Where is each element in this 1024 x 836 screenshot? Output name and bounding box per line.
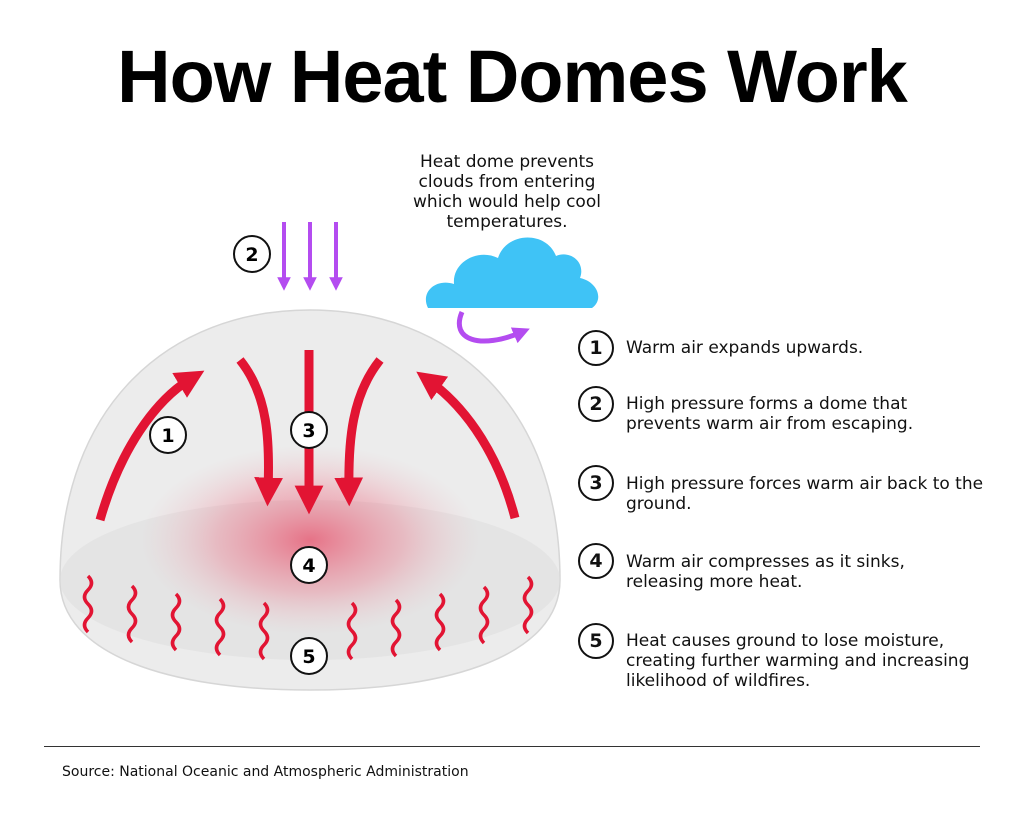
high-pressure-arrows [277,222,343,291]
heat-wave-line [346,601,358,661]
left-up-arrow [95,370,205,522]
heat-wave-line [434,592,446,652]
legend-text: Heat causes ground to lose moisture, cre… [626,631,970,691]
heat-wave-line [478,585,490,645]
legend-text: High pressure forms a dome that prevents… [626,394,914,434]
svg-text:5: 5 [302,646,315,668]
ground-heat-waves [82,574,534,661]
heat-wave-line [126,584,138,644]
marker-1: 1 [149,416,187,454]
heat-wave-line [258,601,270,661]
cloud-note: Heat dome prevents clouds from entering … [413,152,601,232]
svg-text:2: 2 [245,244,258,266]
legend-number: 4 [578,543,614,579]
center-right-down-arrow [334,357,384,507]
cloud-deflect-arrow [456,311,530,344]
heat-wave-line [390,598,402,658]
warm-air-arrows [95,350,520,522]
legend-number: 2 [578,386,614,422]
heat-wave-line [82,574,94,634]
source-note: Source: National Oceanic and Atmospheric… [62,764,469,780]
svg-text:1: 1 [161,425,174,447]
marker-4: 4 [290,546,328,584]
right-up-arrow [416,371,520,520]
marker-5: 5 [290,637,328,675]
heat-glow [140,445,480,635]
legend-number: 5 [578,623,614,659]
cloud-icon [425,237,599,308]
legend-number: 3 [578,465,614,501]
marker-2: 2 [233,235,271,273]
svg-text:4: 4 [302,555,315,577]
legend-text: High pressure forces warm air back to th… [626,474,984,514]
legend-text: Warm air compresses as it sinks, releasi… [626,552,905,592]
legend-number: 1 [578,330,614,366]
svg-text:3: 3 [302,420,315,442]
center-left-down-arrow [236,357,283,507]
footer-divider [44,746,980,747]
heat-wave-line [214,597,226,657]
page-title: How Heat Domes Work [117,35,908,118]
heat-wave-line [522,575,534,635]
marker-3: 3 [290,411,328,449]
legend-text: Warm air expands upwards. [626,338,864,358]
heat-wave-line [170,592,182,652]
